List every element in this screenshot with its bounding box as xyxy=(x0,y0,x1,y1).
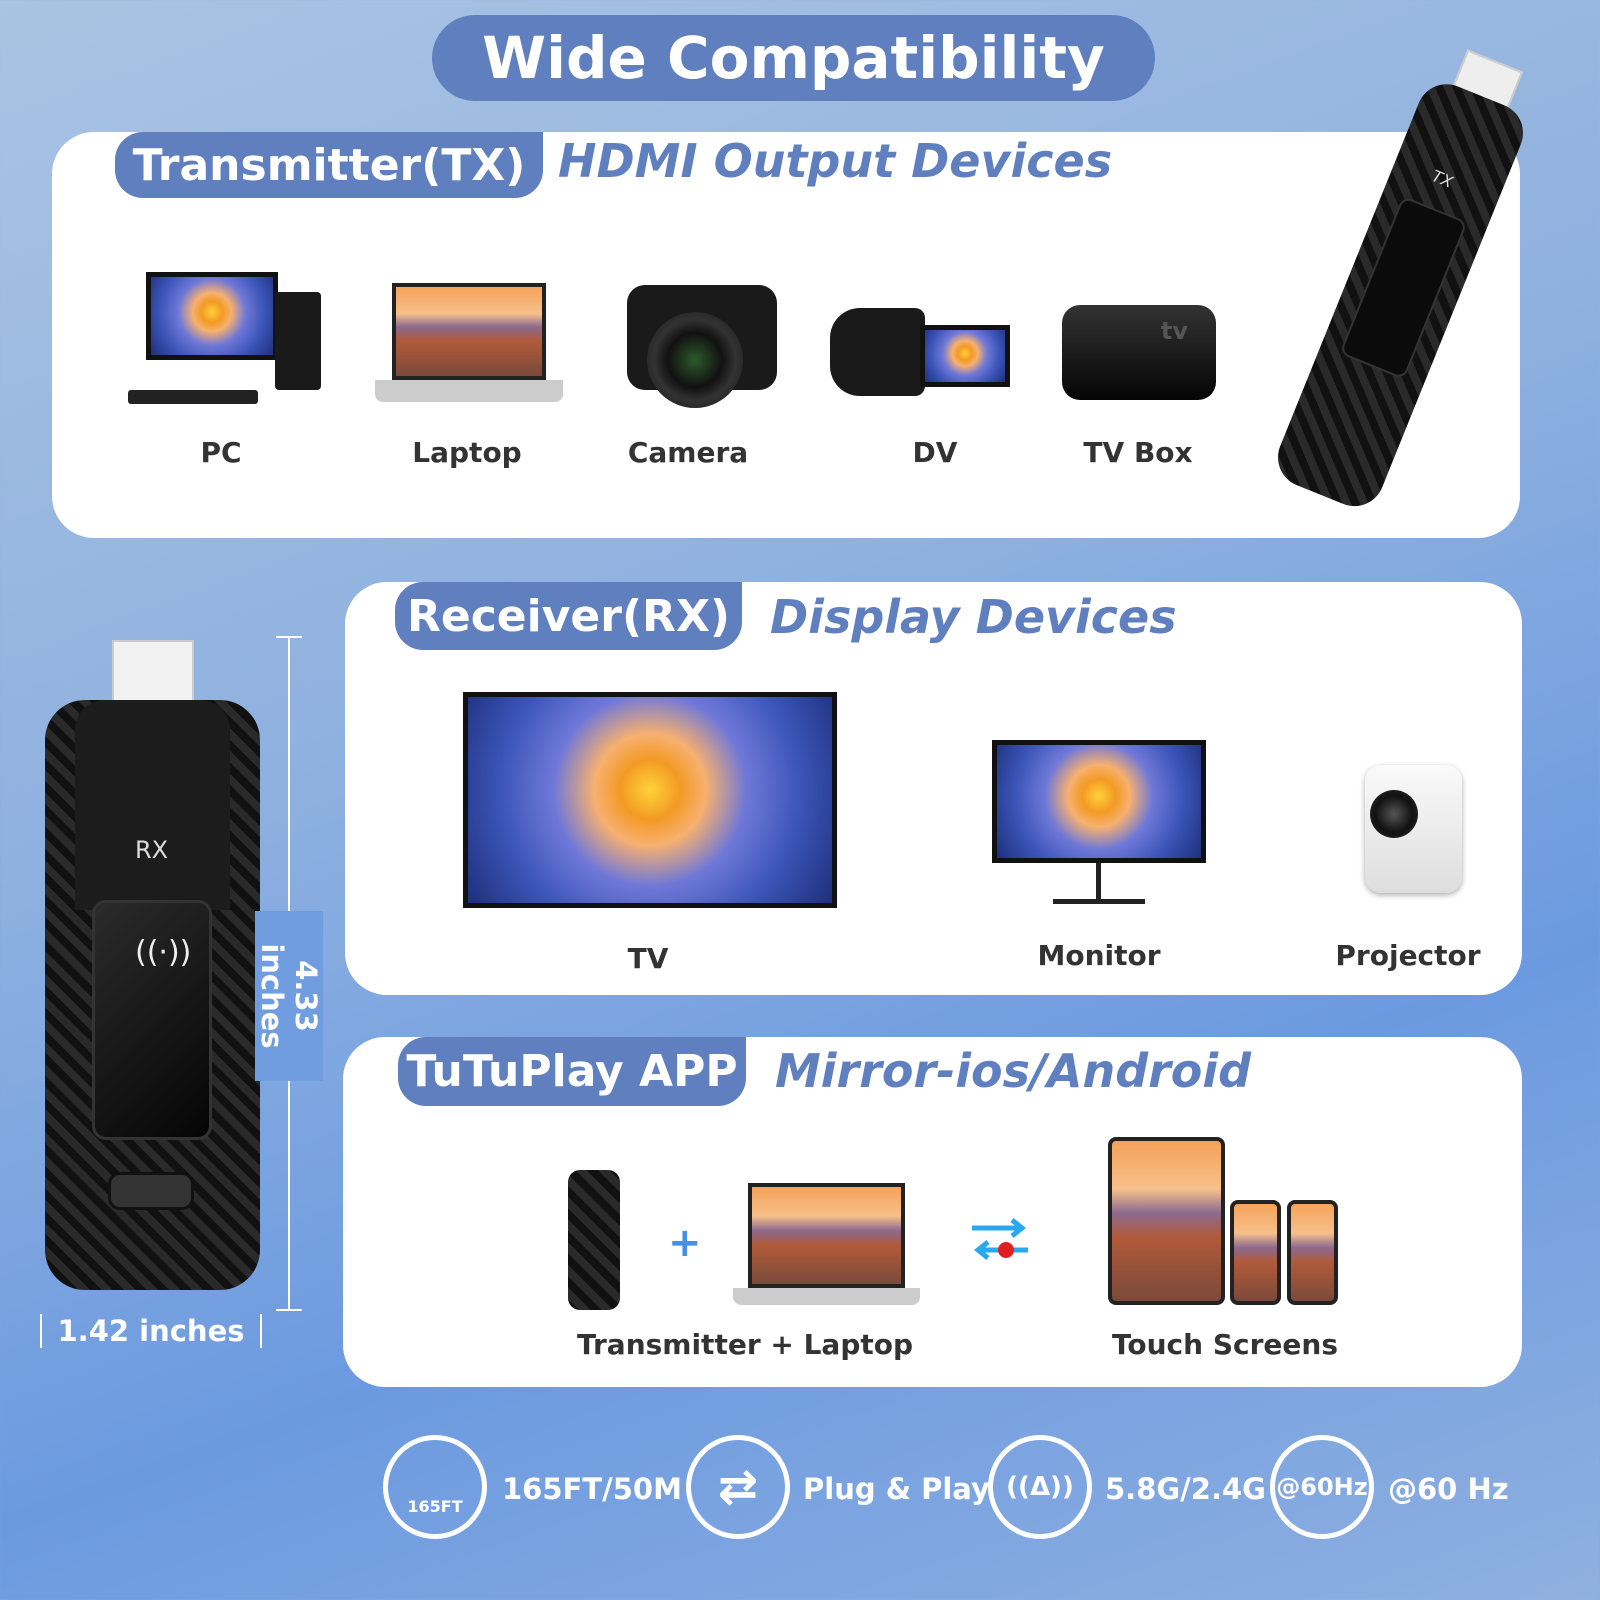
height-dim-cap-bottom xyxy=(276,1309,302,1311)
pc-image xyxy=(146,272,278,360)
device-label-camera: Camera xyxy=(627,436,749,469)
camera-lens xyxy=(647,312,743,408)
projector-lens xyxy=(1370,790,1418,838)
height-dimension-text: 4.33 inches xyxy=(255,911,323,1081)
hdmi-plug-rx xyxy=(112,640,194,702)
rx-label: RX xyxy=(135,836,169,864)
feature-refresh-rate: @60 Hz xyxy=(1388,1472,1509,1506)
monitor-base xyxy=(1053,899,1145,904)
label-touch-screens: Touch Screens xyxy=(1112,1328,1338,1361)
wifi-icon: ((·)) xyxy=(135,935,192,970)
mirror-arrows-icon xyxy=(972,1218,1028,1260)
monitor-image xyxy=(992,740,1206,863)
app-tab: TuTuPlay APP xyxy=(398,1037,746,1106)
phone-image-2 xyxy=(1287,1200,1338,1305)
label-transmitter-laptop: Transmitter + Laptop xyxy=(576,1328,914,1361)
wireless-signal-icon: ((ᐃ)) xyxy=(988,1435,1092,1539)
laptop-base xyxy=(375,380,563,402)
location-distance-icon: 165FT xyxy=(383,1435,487,1539)
monitor-stand xyxy=(1096,863,1101,901)
app-laptop-image xyxy=(748,1183,905,1288)
rx-top-plate xyxy=(75,700,230,910)
tablet-image xyxy=(1108,1137,1225,1305)
dv-screen xyxy=(920,325,1010,387)
height-dim-cap-top xyxy=(276,636,302,638)
device-label-tv: TV xyxy=(627,942,669,975)
feature-frequency: 5.8G/2.4G xyxy=(1105,1472,1266,1506)
transmitter-subtitle: HDMI Output Devices xyxy=(558,134,1113,188)
tv-image xyxy=(463,692,837,908)
receiver-tab: Receiver(RX) xyxy=(395,582,742,650)
feature-distance: 165FT/50M xyxy=(502,1472,682,1506)
device-label-monitor: Monitor xyxy=(1037,939,1161,972)
dv-image xyxy=(830,308,925,396)
pc-tower-image xyxy=(275,292,321,390)
width-dimension-text: 1.42 inches xyxy=(40,1314,262,1348)
device-label-laptop: Laptop xyxy=(412,436,522,469)
laptop-image xyxy=(392,283,546,380)
app-subtitle: Mirror-ios/Android xyxy=(775,1044,1252,1098)
tvbox-image: tv xyxy=(1062,305,1216,400)
swap-arrows-icon: ⇄ xyxy=(686,1435,790,1539)
rx-button xyxy=(108,1172,194,1210)
transmitter-tab: Transmitter(TX) xyxy=(115,132,543,198)
app-laptop-base xyxy=(733,1288,920,1305)
small-rx-dongle-image xyxy=(568,1170,620,1310)
keyboard-image xyxy=(128,390,258,404)
device-label-tvbox: TV Box xyxy=(1083,436,1193,469)
device-label-pc: PC xyxy=(200,436,242,469)
device-label-dv: DV xyxy=(912,436,958,469)
page-title: Wide Compatibility xyxy=(432,15,1155,101)
device-label-projector: Projector xyxy=(1335,939,1481,972)
receiver-subtitle: Display Devices xyxy=(770,590,1177,644)
refresh-rate-icon: @60Hz xyxy=(1270,1435,1374,1539)
phone-image-1 xyxy=(1230,1200,1281,1305)
feature-plug-play: Plug & Play xyxy=(803,1472,990,1506)
rx-window xyxy=(92,900,212,1140)
plus-sign: + xyxy=(668,1220,702,1266)
